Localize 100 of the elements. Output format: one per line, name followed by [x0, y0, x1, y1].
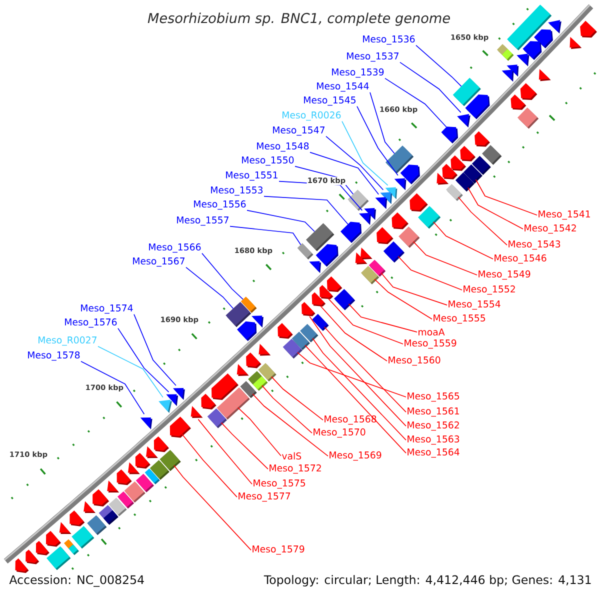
- gene-pentagon: [442, 164, 458, 180]
- leader-line: [326, 136, 384, 190]
- leader-line: [310, 152, 380, 195]
- leader-line: [312, 338, 406, 440]
- gene-pentagon: [246, 352, 262, 368]
- leader-line: [270, 376, 324, 420]
- gene-triangle: [128, 462, 140, 474]
- leader-line: [264, 196, 348, 225]
- gene-pentagon: [116, 469, 132, 486]
- gene-block: [216, 387, 250, 420]
- leader-line: [252, 394, 328, 456]
- gene-block: [383, 241, 405, 263]
- gene-label: Meso_1568: [324, 415, 376, 425]
- gene-label: moaA: [418, 328, 445, 336]
- leader-line: [356, 106, 398, 176]
- gene-label: Meso_1549: [478, 270, 530, 280]
- gene-label: Meso_R0026: [282, 111, 341, 121]
- leader-line: [237, 407, 282, 456]
- gene-label: Meso_1552: [464, 285, 515, 295]
- gene-triangle: [516, 54, 530, 66]
- leader-line: [296, 352, 406, 398]
- gene-block: [398, 226, 420, 248]
- gene-pentagon: [278, 323, 293, 339]
- gene-triangle: [502, 70, 514, 82]
- gene-triangle: [190, 406, 203, 418]
- gene-pentagon: [474, 131, 490, 147]
- gene-triangle: [107, 480, 120, 492]
- gene-pentagon: [392, 212, 409, 230]
- leader-line: [98, 346, 164, 398]
- accession-text: Accession: NC_008254: [9, 575, 144, 587]
- gene-triangle: [309, 261, 322, 274]
- gene-pentagon: [15, 558, 29, 574]
- gene-pentagon: [376, 227, 394, 244]
- gene-label: Meso_1575: [254, 480, 306, 489]
- gene-pentagon: [312, 292, 326, 306]
- gene-label: Meso_1562: [408, 421, 459, 431]
- leader-line: [384, 78, 447, 128]
- gene-block: [455, 172, 474, 192]
- gene-label: Meso_1578: [28, 351, 80, 361]
- leader-line: [348, 304, 418, 332]
- leader-line: [118, 328, 170, 392]
- gene-triangle: [158, 400, 172, 414]
- leader-line: [468, 187, 524, 230]
- gene-triangle: [236, 364, 249, 376]
- gene-block: [502, 48, 514, 61]
- gene-label: Meso_1551: [226, 172, 278, 181]
- gene-label: Meso_1550: [242, 156, 294, 166]
- gene-label: Meso_1544: [317, 82, 369, 92]
- gene-block: [297, 243, 314, 260]
- gene-label: Meso_1565: [408, 392, 460, 402]
- gene-block: [482, 145, 502, 165]
- gene-pentagon: [319, 284, 334, 300]
- gene-triangle: [436, 172, 449, 185]
- gene-label: Meso_1567: [133, 257, 184, 267]
- gene-block: [348, 190, 369, 211]
- gene-label: Meso_1572: [270, 464, 321, 474]
- gene-pentagon: [450, 155, 466, 171]
- leader-line: [374, 278, 432, 320]
- gene-block: [207, 408, 227, 428]
- gene-label: Meso_1541: [538, 210, 590, 220]
- gene-label: Meso_1548: [257, 142, 309, 152]
- gene-label: Meso_1537: [347, 52, 398, 62]
- gene-label: Meso_1542: [524, 224, 576, 234]
- leader-line: [432, 221, 494, 260]
- leader-line: [202, 252, 244, 300]
- gene-pentagon: [465, 94, 490, 120]
- gene-triangle: [140, 417, 152, 430]
- leader-line: [230, 226, 302, 246]
- gene-label: valS: [282, 452, 302, 460]
- gene-label: Meso_1564: [408, 448, 460, 458]
- gene-triangle: [375, 197, 388, 210]
- gene-pentagon: [326, 276, 342, 292]
- gene-block: [446, 184, 463, 201]
- gene-triangle: [457, 114, 470, 128]
- leader-line: [220, 422, 268, 470]
- gene-label: Meso_1561: [408, 407, 459, 417]
- gene-pentagon: [410, 193, 428, 212]
- leader-line: [320, 306, 388, 362]
- gene-pentagon: [201, 394, 216, 410]
- gene-pentagon: [302, 302, 316, 316]
- leader-line: [324, 326, 406, 412]
- gene-pentagon: [441, 126, 458, 144]
- gene-pentagon: [237, 321, 257, 342]
- gene-pentagon: [460, 146, 476, 162]
- gene-label: Meso_1576: [65, 318, 117, 328]
- gene-block: [334, 288, 356, 310]
- gene-label: Meso_1554: [448, 300, 500, 310]
- leader-line: [80, 360, 145, 415]
- gene-label: Meso_1559: [404, 339, 456, 349]
- gene-triangle: [258, 344, 271, 356]
- gene-triangle: [355, 252, 368, 264]
- genome-summary: Topology: circular; Length: 4,412,446 bp; Genes: 4,131: [264, 575, 591, 586]
- gene-pentagon: [46, 530, 61, 547]
- gene-label: Meso_1569: [330, 451, 382, 461]
- gene-block: [87, 515, 107, 536]
- gene-pentagon: [154, 436, 169, 452]
- gene-pentagon: [135, 452, 150, 469]
- leader-line: [198, 418, 252, 485]
- gene-block: [282, 338, 302, 359]
- leader-line: [400, 62, 462, 113]
